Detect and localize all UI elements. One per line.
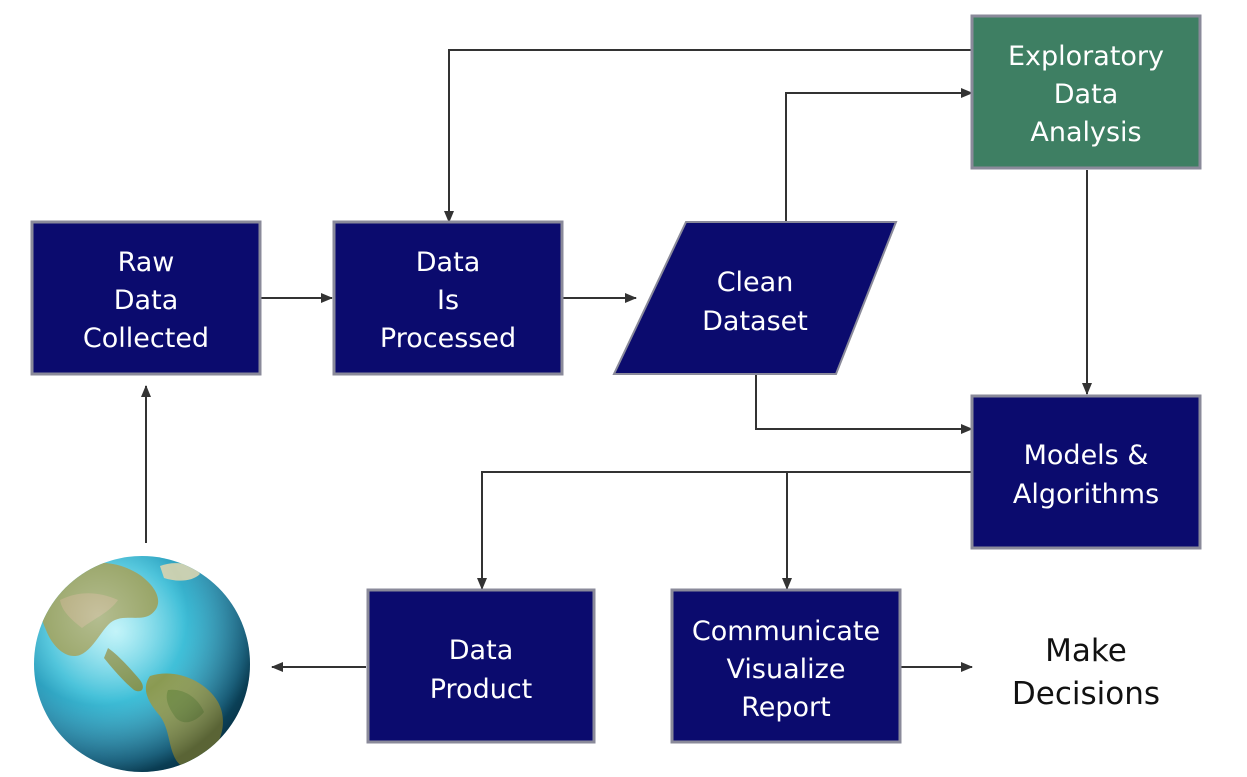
node-models-algorithms: Models & Algorithms — [970, 394, 1202, 550]
edge-clean-to-models — [755, 374, 973, 434]
node-label-line: Clean — [717, 267, 794, 298]
node-parallelogram — [612, 221, 898, 375]
node-label-line: Models & — [1024, 440, 1149, 471]
node-box — [670, 588, 902, 744]
node-label-line: Is — [437, 285, 459, 316]
edges — [141, 49, 1092, 672]
node-make-decisions: Make Decisions — [1012, 633, 1160, 712]
node-label-line: Product — [430, 674, 533, 705]
node-box — [970, 14, 1202, 170]
node-label-line: Make — [1045, 633, 1127, 669]
node-data-is-processed: Data Is Processed — [332, 220, 564, 376]
node-label-line: Report — [741, 692, 831, 723]
node-label-line: Data — [449, 635, 513, 666]
node-label-line: Dataset — [702, 306, 808, 337]
node-exploratory-data-analysis: Exploratory Data Analysis — [970, 14, 1202, 170]
node-data-product: Data Product — [366, 588, 596, 744]
node-label-line: Collected — [83, 323, 209, 354]
node-label-line: Visualize — [727, 654, 846, 685]
globe-icon — [34, 556, 250, 772]
node-label-line: Decisions — [1012, 676, 1160, 712]
edge-eda-to-processed — [444, 49, 972, 223]
node-label-line: Algorithms — [1013, 479, 1159, 510]
node-label-line: Analysis — [1030, 117, 1141, 148]
node-box — [970, 394, 1202, 550]
edge-models-to-data-product — [477, 471, 972, 590]
node-label-line: Exploratory — [1008, 41, 1164, 72]
node-label-line: Data — [114, 285, 178, 316]
node-box — [366, 588, 596, 744]
node-communicate-visualize-report: Communicate Visualize Report — [670, 588, 902, 744]
node-raw-data-collected: Raw Data Collected — [30, 220, 262, 376]
node-label-line: Processed — [380, 323, 516, 354]
node-clean-dataset: Clean Dataset — [612, 221, 898, 375]
node-label-line: Data — [416, 247, 480, 278]
node-label-line: Communicate — [692, 616, 880, 647]
node-label-line: Raw — [118, 247, 175, 278]
node-box — [30, 220, 262, 376]
node-label-line: Data — [1054, 79, 1118, 110]
node-box — [332, 220, 564, 376]
edge-clean-to-eda — [785, 88, 973, 222]
